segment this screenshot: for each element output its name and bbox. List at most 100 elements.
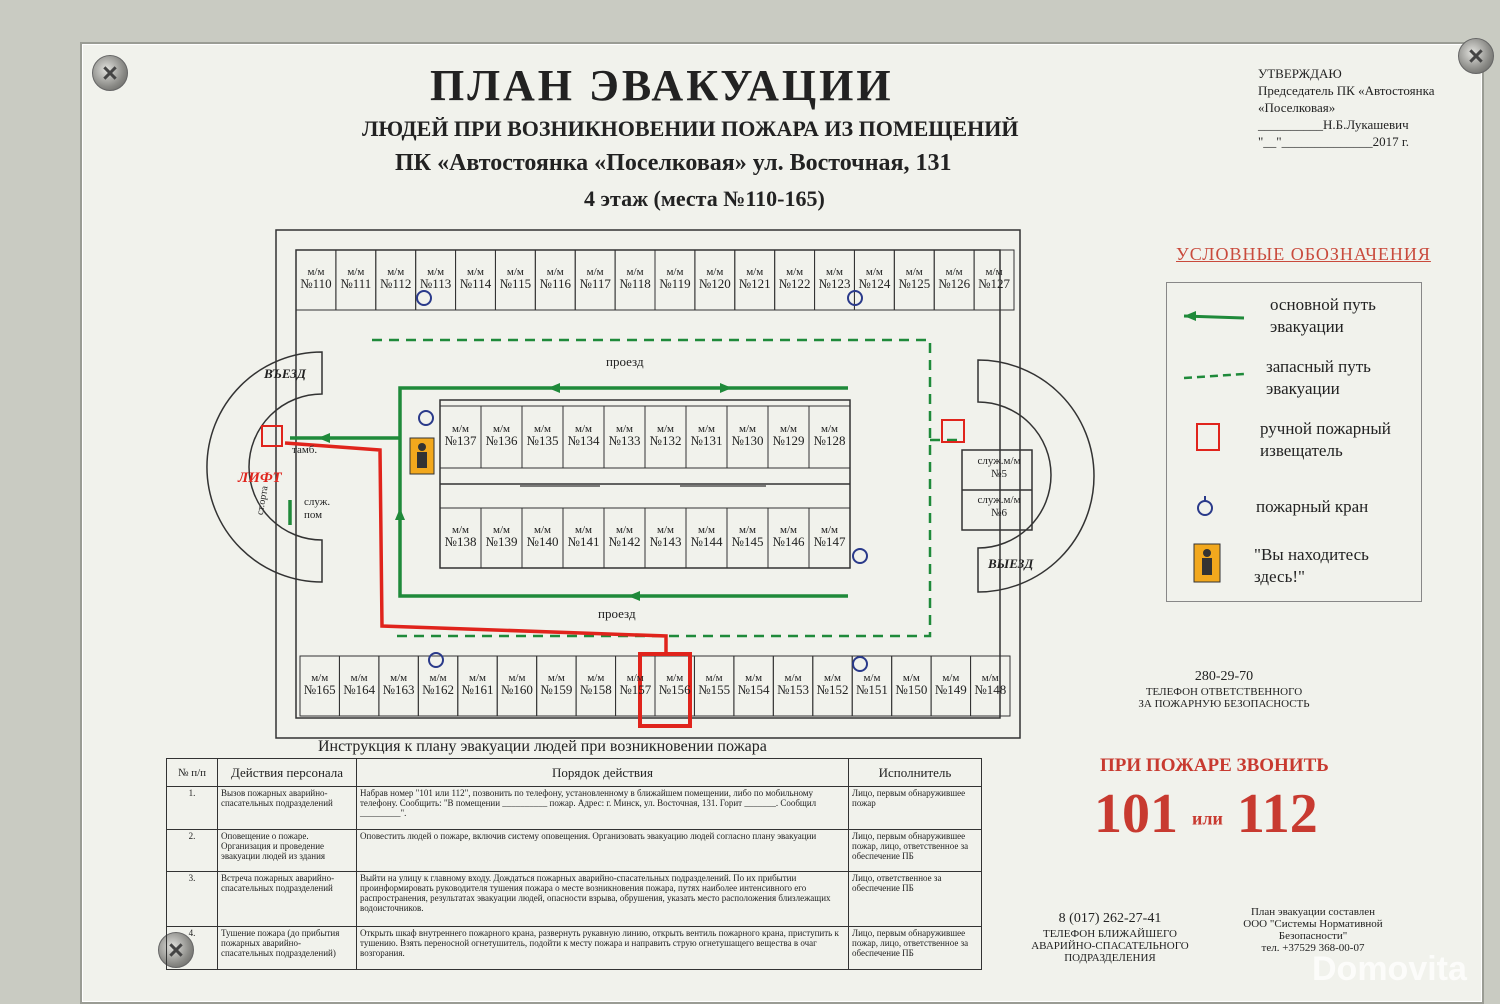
table-cell: Выйти на улицу к главному входу. Дождать… [356,871,849,928]
parking-spot-prefix: м/м [746,266,764,278]
parking-spot-prefix: м/м [493,524,510,536]
parking-spot-number: №137 [444,433,477,448]
parking-spot-number: №139 [485,534,518,549]
subtitle-3: 4 этаж (места №110-165) [584,186,825,211]
service-spot-num: №6 [991,507,1007,519]
exit-ramp [977,359,1095,593]
service-room-label: служ. пом [304,496,331,521]
legend-text: основной путь [1270,295,1376,314]
parking-spot-cell [970,655,1011,717]
fire-alarm-icon [941,419,965,443]
parking-spot-prefix: м/м [821,524,838,536]
parking-spot-prefix: м/м [493,423,510,435]
parking-spot-prefix: м/м [452,423,469,435]
parking-spot-prefix: м/м [705,672,723,684]
table-cell: 4. [166,926,218,970]
parking-spot-number: №119 [659,276,691,291]
route-arrows [318,383,732,601]
service-spot-label: служ.м/м [977,494,1021,506]
entry-ramp [206,351,323,583]
parking-spot-number: №121 [738,276,771,291]
parking-spot-prefix: м/м [826,266,843,278]
exit-label: ВЫЕЗД [988,556,1034,571]
parking-spot-number: №132 [649,433,682,448]
table-cell: 2. [166,828,218,873]
parking-spot-number: №158 [579,682,612,697]
parking-spot-prefix: м/м [824,672,841,684]
parking-spot-number: №154 [737,682,770,697]
parking-spot-prefix: м/м [863,672,881,684]
legend-text: эвакуации [1270,317,1344,336]
parking-spot-number: №160 [500,682,533,697]
legend-text: здесь!" [1254,567,1305,586]
parking-spot-number: №127 [978,276,1010,291]
parking-spot-number: №136 [485,433,518,448]
parking-spot-number: №162 [422,682,454,697]
parking-spot-number: №133 [608,433,641,448]
screw-top-left [92,55,128,91]
parking-spot-number: №148 [974,682,1007,697]
parking-spot-prefix: м/м [985,266,1003,278]
parking-spot-prefix: м/м [666,266,684,278]
fire-hydrant-icon [1197,496,1213,516]
parking-spot-number: №165 [303,682,336,697]
parking-spot-number: №122 [778,276,811,291]
parking-spot-prefix: м/м [780,524,797,536]
parking-spot-number: №153 [777,682,809,697]
plan-composed-by: План эвакуации составлен ООО "Системы Но… [1228,906,1398,954]
table-cell: Встреча пожарных аварийно-спасательных п… [217,871,357,928]
parking-spot-number: №149 [934,682,967,697]
parking-spot-prefix: м/м [616,423,633,435]
parking-spot-prefix: м/м [706,266,724,278]
parking-spot-prefix: м/м [739,524,756,536]
parking-spot-prefix: м/м [780,423,797,435]
parking-spot-number: №155 [698,682,731,697]
approval-line: «Поселковая» [1258,100,1336,115]
parking-spot-prefix: м/м [865,266,883,278]
parking-spot-number: №113 [419,276,452,291]
parking-spot-number: №146 [772,534,805,549]
parking-spot-number: №116 [539,276,571,291]
table-header: № п/п [166,758,218,787]
parking-spot-prefix: м/м [587,672,605,684]
you-are-here-icon [1193,543,1221,583]
entry-label: ВЪЕЗД [264,366,306,381]
table-cell: 1. [166,786,218,830]
safety-phone-number: 280-29-70 [1194,669,1254,684]
parking-spot-number: №112 [380,276,412,291]
parking-spot-prefix: м/м [739,423,756,435]
emergency-or: или [1192,808,1223,829]
legend-title: УСЛОВНЫЕ ОБОЗНАЧЕНИЯ [1176,244,1431,264]
parking-spot-number: №117 [579,276,611,291]
parking-spot-number: №156 [658,682,691,697]
parking-spot-prefix: м/м [821,423,838,435]
fire-alarm-icon [1196,423,1220,451]
parking-spot-prefix: м/м [307,266,325,278]
instruction-table: № п/п Действия персонала Порядок действи… [166,758,982,970]
fire-alarm-icon [261,425,283,447]
approval-block: УТВЕРЖДАЮ Председатель ПК «Автостоянка «… [1258,65,1435,150]
emergency-numbers: 101 или 112 [1094,782,1318,846]
table-cell: Лицо, первым обнаружившее пожар [848,786,982,830]
parking-spot-number: №163 [382,682,415,697]
legend-text: пожарный кран [1256,497,1369,516]
table-header: Порядок действия [356,758,849,787]
